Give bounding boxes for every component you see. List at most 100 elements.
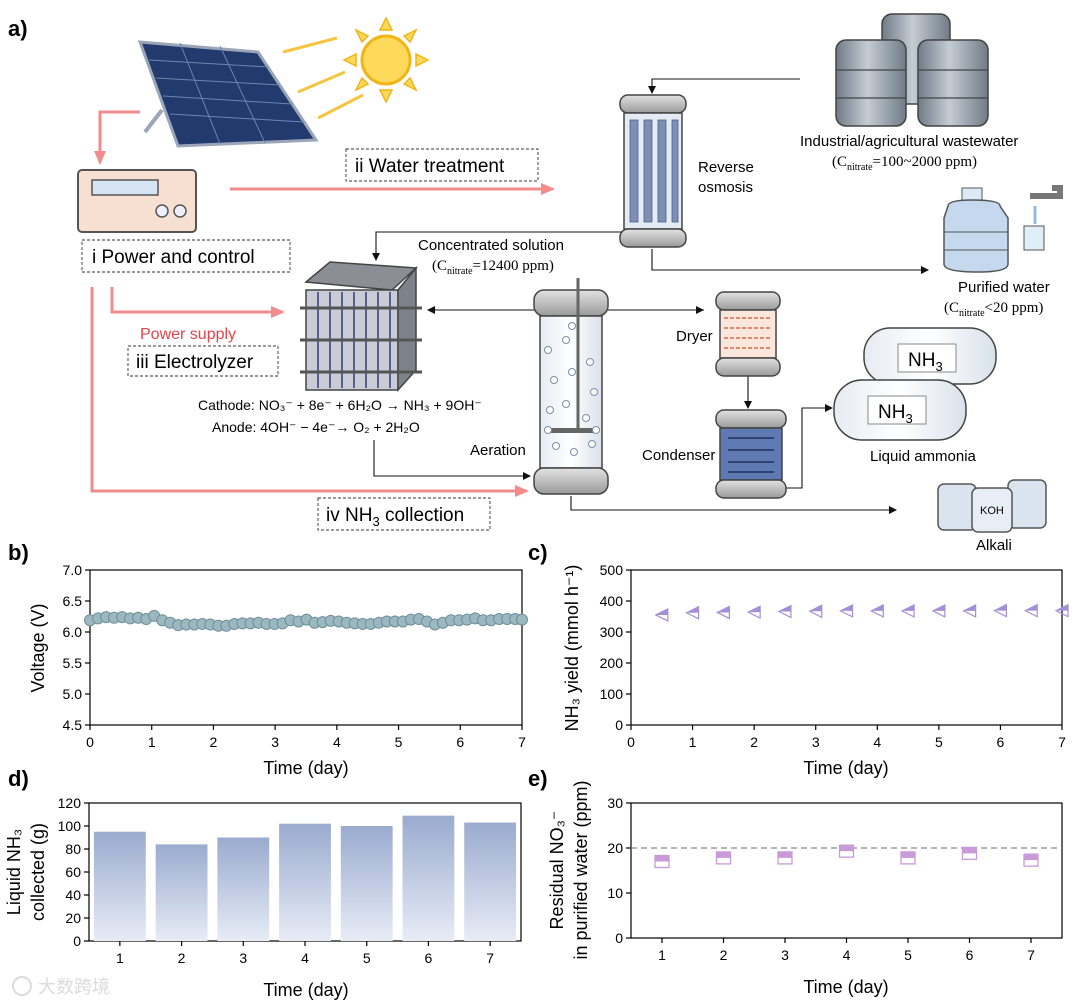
chart-c-x-label: Time (day): [803, 758, 888, 778]
wastewater-concentration: (Cnitrate=100~2000 ppm): [832, 154, 977, 173]
y-tick-label: 120: [58, 795, 82, 811]
collected-bar: [93, 831, 146, 941]
y-tick-label: 40: [65, 887, 81, 903]
y-tick-label: 30: [607, 795, 623, 811]
x-tick-label: 2: [210, 734, 218, 750]
alkali-containers-icon: KOH: [937, 479, 1047, 533]
controller-device: [77, 169, 197, 233]
chart-b-y-ticks: 4.55.05.56.06.57.0: [63, 562, 90, 733]
x-tick-label: 4: [333, 734, 341, 750]
koh-label: KOH: [980, 505, 1004, 517]
sunlight-rays: [282, 36, 364, 120]
chart-b-frame: [89, 569, 523, 726]
x-tick-label: 6: [966, 947, 974, 963]
y-tick-label: 20: [65, 910, 81, 926]
x-tick-label: 1: [658, 947, 666, 963]
chart-d-bars: [93, 815, 517, 941]
x-tick-label: 1: [148, 734, 156, 750]
x-tick-label: 1: [689, 734, 697, 750]
x-tick-label: 7: [1027, 947, 1035, 963]
x-tick-label: 0: [86, 734, 94, 750]
chart-e-frame: [630, 802, 1063, 939]
y-tick-label: 100: [58, 818, 82, 834]
nitrate-point: [962, 847, 977, 854]
collected-bar: [217, 837, 270, 941]
x-tick-label: 0: [627, 734, 635, 750]
x-tick-label: 6: [997, 734, 1005, 750]
chart-b-x-ticks: 0 1 2 3 4 5 6 7: [86, 725, 526, 750]
sun-icon: [342, 16, 430, 104]
condenser-label: Condenser: [642, 447, 715, 464]
panel-label-e: e): [528, 766, 548, 791]
collected-bar: [155, 844, 208, 941]
collected-bar: [279, 823, 331, 941]
anode-equation: Anode: 4OH⁻ − 4e⁻→ O₂ + 2H₂O: [212, 419, 420, 435]
yield-point: [809, 605, 822, 612]
nh3-collection-box: [317, 497, 491, 531]
y-tick-label: 4.5: [63, 717, 83, 733]
x-tick-label: 4: [843, 947, 851, 963]
yield-point: [871, 604, 884, 611]
x-tick-label: 4: [873, 734, 881, 750]
x-tick-label: 2: [178, 950, 186, 966]
chart-b-points: [84, 609, 528, 632]
x-tick-label: 6: [456, 734, 464, 750]
y-tick-label: 80: [65, 841, 81, 857]
y-tick-label: 6.5: [63, 593, 83, 609]
y-tick-label: 0: [615, 930, 623, 946]
electrolyzer-stack-icon: [300, 261, 422, 392]
nh3-tank-label-bottom: NH3: [878, 402, 913, 426]
watermark: 大数跨境: [12, 976, 110, 997]
yield-point: [994, 604, 1007, 611]
y-tick-label: 10: [607, 885, 623, 901]
wastewater-drums-icon: [835, 13, 989, 127]
yield-point: [655, 608, 668, 615]
x-tick-label: 3: [239, 950, 247, 966]
x-tick-label: 3: [812, 734, 820, 750]
ammonia-tank-top: NH3: [863, 327, 997, 385]
y-tick-label: 0: [615, 717, 623, 733]
power-control-label: i Power and control: [92, 247, 255, 268]
chart-e-y-label-line1: Residual NO₃⁻: [547, 811, 567, 930]
nitrate-point: [901, 851, 915, 858]
watermark-text: 大数跨境: [38, 977, 110, 997]
nitrate-point: [839, 845, 854, 852]
collected-bar: [340, 826, 393, 941]
x-tick-label: 4: [301, 950, 309, 966]
ammonia-tank-bottom: NH3: [833, 379, 967, 441]
y-tick-label: 100: [600, 686, 624, 702]
x-tick-label: 7: [518, 734, 526, 750]
yield-point: [902, 604, 915, 611]
x-tick-label: 5: [395, 734, 403, 750]
yield-point: [717, 606, 730, 613]
x-tick-label: 1: [116, 950, 124, 966]
dryer-unit: [715, 291, 781, 377]
chart-e-x-label: Time (day): [803, 977, 888, 997]
panel-label-b: b): [8, 540, 29, 565]
concentrated-solution-label: Concentrated solution: [418, 237, 564, 254]
y-tick-label: 500: [600, 562, 624, 578]
x-tick-label: 5: [363, 950, 371, 966]
chart-e-y-label-line2: in purified water (ppm): [571, 780, 591, 959]
x-tick-label: 7: [1058, 734, 1066, 750]
nh3-collection-label: iv NH3 collection: [326, 505, 464, 529]
power-supply-label: Power supply: [140, 326, 236, 343]
collected-bar: [464, 822, 517, 941]
chart-b-x-label: Time (day): [263, 758, 348, 778]
x-tick-label: 3: [271, 734, 279, 750]
nitrate-point: [716, 851, 731, 858]
purified-water-concentration: (Cnitrate<20 ppm): [944, 300, 1043, 319]
aeration-label: Aeration: [470, 442, 526, 459]
purified-water-bottle-icon: [943, 185, 1063, 273]
solar-panel-icon: [137, 40, 319, 148]
panel-label-a: a): [8, 16, 28, 41]
reverse-osmosis-label-line1: Reverse: [698, 159, 754, 176]
y-tick-label: 7.0: [63, 562, 83, 578]
yield-point: [1025, 604, 1038, 611]
